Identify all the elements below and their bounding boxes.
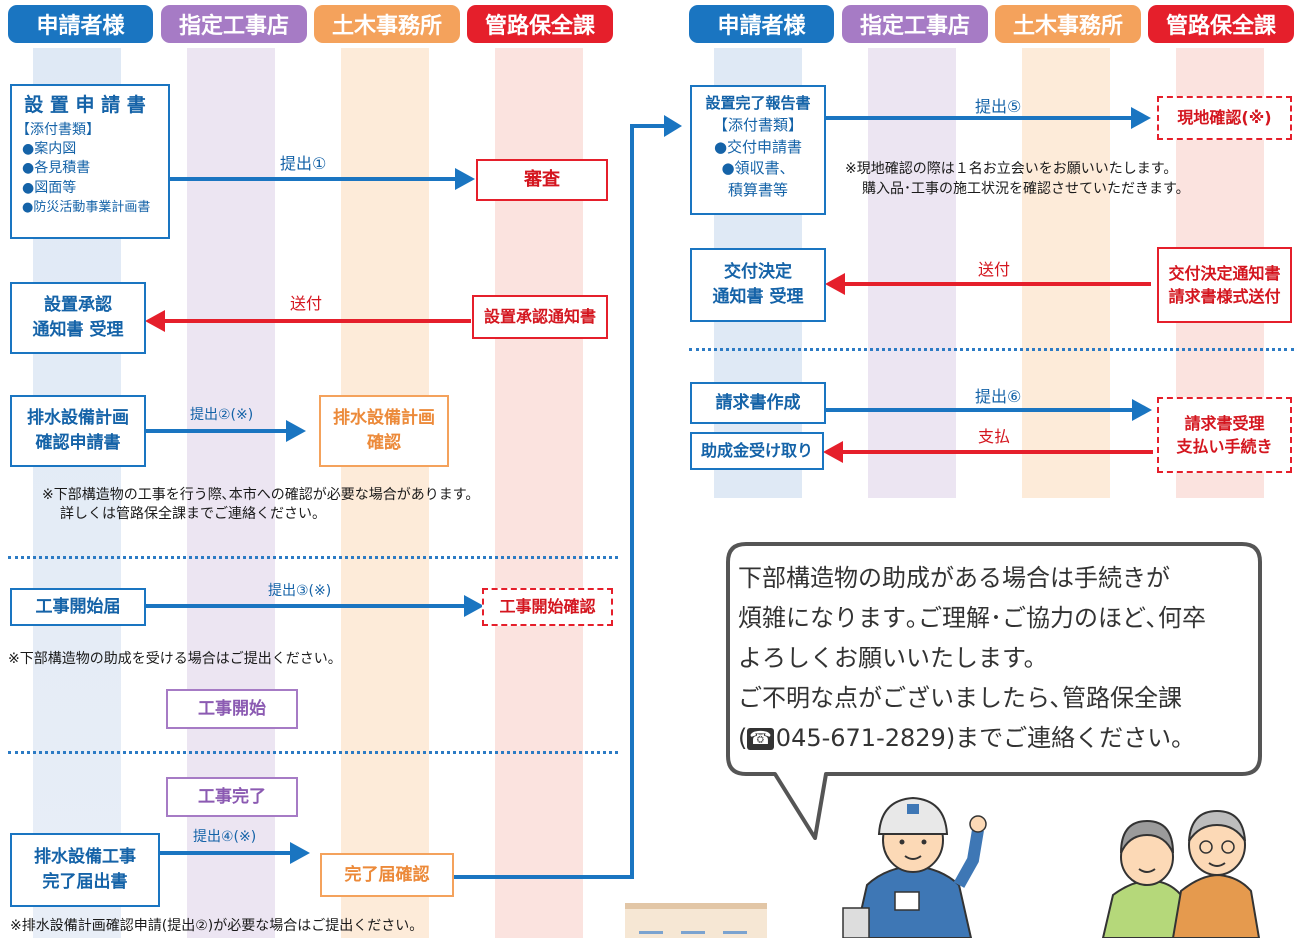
work-start-notice-box: 工事開始届: [10, 588, 146, 626]
invoice-create-box: 請求書作成: [690, 382, 826, 424]
lane-civil-office-right: [1022, 48, 1110, 498]
bubble-phone-line: (☎045-671-2829)までご連絡ください。: [738, 718, 1253, 758]
drainage-plan-app-line2: 確認申請書: [35, 433, 121, 453]
drainage-plan-confirm-line2: 確認: [367, 433, 401, 453]
note4-line2: 購入品･工事の施工状況を確認させていただきます。: [862, 181, 1190, 197]
approval-receipt-line1: 設置承認: [44, 295, 112, 316]
couple-illustration: [1101, 809, 1261, 938]
separator: [8, 556, 618, 559]
separator: [8, 751, 618, 754]
attach-item: ●案内図: [22, 140, 77, 157]
header-civil-office: 土木事務所: [995, 5, 1141, 43]
grant-notice-box: 交付決定通知書 請求書様式送付: [1157, 247, 1292, 323]
attach-item: ●防災活動事業計画書: [22, 199, 151, 215]
note3: ※排水設備計画確認申請(提出②)が必要な場合はご提出ください。: [10, 918, 424, 934]
report-title: 設置完了報告書: [705, 94, 811, 112]
grant-receipt-line1: 交付決定: [724, 262, 792, 283]
note1-line2: 詳しくは管路保全課までご連絡ください。: [60, 506, 326, 522]
submit5-label: 提出⑤: [975, 97, 1022, 116]
submit1-label: 提出①: [280, 154, 327, 173]
header-contractor: 指定工事店: [842, 5, 988, 43]
invoice-receive-line1: 請求書受理: [1184, 413, 1265, 433]
note4-line1: ※現地確認の際は１名お立会いをお願いいたします。: [845, 161, 1178, 177]
work-done-box: 工事完了: [166, 777, 298, 817]
phone-icon: ☎: [747, 728, 774, 750]
work-start-confirm-box: 工事開始確認: [482, 588, 613, 626]
submit3-label: 提出③(※): [268, 583, 332, 599]
approval-receipt-box: 設置承認 通知書 受理: [10, 282, 146, 354]
header-pipe-section: 管路保全課: [1148, 5, 1294, 43]
submit6-label: 提出⑥: [975, 387, 1022, 406]
attach-item: ●図面等: [22, 180, 77, 197]
submit2-label: 提出②(※): [190, 407, 254, 423]
drainage-plan-app-line1: 排水設備計画: [27, 408, 129, 429]
note1-line1: ※下部構造物の工事を行う際､本市への確認が必要な場合があります。: [42, 487, 480, 503]
separator: [689, 348, 1294, 351]
phone-text: 045-671-2829)までご連絡ください。: [775, 724, 1196, 752]
drainage-plan-confirm-line1: 排水設備計画: [333, 408, 435, 429]
completion-confirm-box: 完了届確認: [320, 853, 454, 897]
report-attach-item: 積算書等: [727, 181, 788, 199]
report-attach-item: ●領収書、: [721, 159, 795, 178]
bubble-line: よろしくお願いいたします。: [738, 644, 1048, 672]
invoice-receive-line2: 支払い手続き: [1176, 437, 1273, 456]
attach-item: ●各見積書: [22, 160, 91, 177]
lane-contractor-right: [868, 48, 956, 498]
speech-bubble: 下部構造物の助成がある場合は手続きが 煩雑になります｡ご理解･ご協力のほど､何卒…: [738, 558, 1253, 758]
lane-civil-office-left: [341, 48, 429, 938]
review-box: 審査: [476, 159, 608, 201]
paren-open: (: [738, 724, 748, 752]
submit4-label: 提出④(※): [193, 829, 257, 845]
attach-title: 【添付書類】: [16, 121, 100, 138]
completion-notice-line1: 排水設備工事: [34, 847, 136, 868]
site-check-box: 現地確認(※): [1157, 96, 1292, 140]
send-label: 送付: [978, 260, 1011, 279]
approval-notice-box: 設置承認通知書: [472, 295, 608, 339]
header-applicant: 申請者様: [689, 5, 834, 43]
grant-receive-box: 助成金受け取り: [690, 432, 824, 470]
header-applicant: 申請者様: [8, 5, 153, 43]
send-label: 送付: [290, 294, 323, 313]
approval-receipt-line2: 通知書 受理: [32, 320, 124, 340]
invoice-receive-box: 請求書受理 支払い手続き: [1157, 397, 1292, 473]
work-start-box: 工事開始: [166, 689, 298, 729]
worker-illustration: [842, 796, 987, 938]
drainage-plan-confirm-box: 排水設備計画 確認: [319, 395, 449, 467]
payment-label: 支払: [978, 427, 1011, 446]
header-pipe-section: 管路保全課: [467, 5, 613, 43]
building-illustration: [625, 903, 767, 938]
header-contractor: 指定工事店: [161, 5, 307, 43]
drainage-plan-application-box: 排水設備計画 確認申請書: [10, 395, 146, 467]
note2: ※下部構造物の助成を受ける場合はご提出ください。: [8, 651, 342, 667]
grant-notice-line1: 交付決定通知書: [1168, 263, 1281, 283]
application-title: 設 置 申 請 書: [24, 94, 146, 116]
report-attach-item: ●交付申請書: [713, 137, 803, 156]
bubble-line: 煩雑になります｡ご理解･ご協力のほど､何卒: [738, 604, 1206, 632]
bubble-line: 下部構造物の助成がある場合は手続きが: [738, 564, 1170, 592]
bubble-line: ご不明な点がございましたら､管路保全課: [738, 684, 1182, 712]
report-attach-title: 【添付書類】: [712, 115, 803, 134]
grant-receipt-box: 交付決定 通知書 受理: [690, 248, 826, 322]
grant-notice-line2: 請求書様式送付: [1168, 287, 1281, 306]
completion-notice-line2: 完了届出書: [42, 872, 128, 892]
completion-notice-box: 排水設備工事 完了届出書: [10, 833, 160, 907]
completion-report-box: 設置完了報告書 【添付書類】 ●交付申請書 ●領収書、 積算書等: [690, 85, 826, 215]
header-civil-office: 土木事務所: [314, 5, 460, 43]
application-form: 設 置 申 請 書 【添付書類】 ●案内図 ●各見積書 ●図面等 ●防災活動事業…: [10, 84, 170, 239]
grant-receipt-line2: 通知書 受理: [712, 287, 804, 307]
